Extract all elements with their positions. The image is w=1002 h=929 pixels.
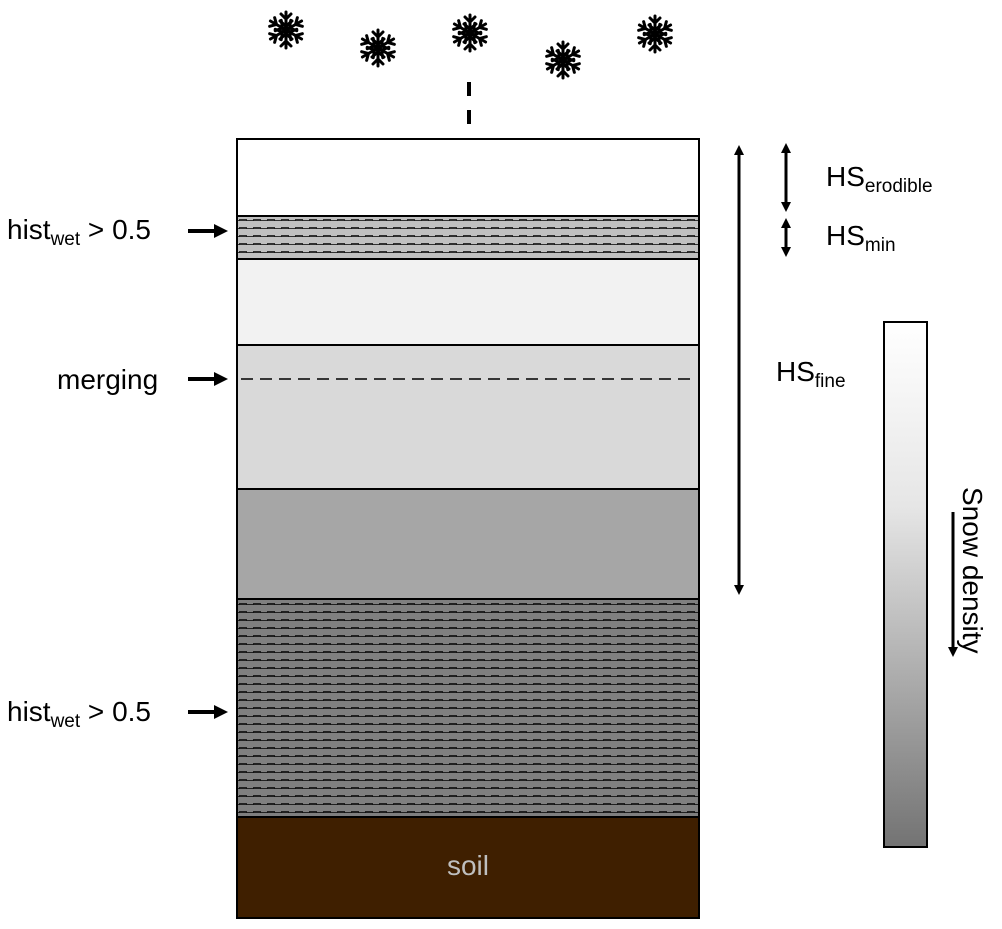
hs-fine-label: HSfine <box>776 356 846 392</box>
merging-label: merging <box>57 364 159 395</box>
hist-wet-bottom-label: histwet > 0.5 <box>7 696 151 732</box>
snowflake-icon <box>359 30 396 66</box>
layer-3 <box>236 344 700 490</box>
density-colorbar <box>883 321 928 848</box>
snowflake-icon <box>451 15 488 51</box>
snowflake-icon <box>636 16 673 52</box>
soil-label: soil <box>446 850 489 881</box>
snowflakes <box>267 12 673 78</box>
snowflake-icon <box>544 42 581 78</box>
snowflake-icon <box>267 12 304 48</box>
height-arrows <box>734 143 958 657</box>
hist-wet-top-label: histwet > 0.5 <box>7 214 151 250</box>
snow-density-label: Snow density <box>957 487 988 654</box>
hs-erodible-label: HSerodible <box>826 161 933 197</box>
pointer-arrows <box>188 224 228 719</box>
snowpack-layers <box>236 138 700 919</box>
layer-2 <box>236 258 700 346</box>
soil-layer <box>236 816 700 919</box>
hs-min-label: HSmin <box>826 220 896 256</box>
layer-new-snow <box>236 138 700 217</box>
layer-4 <box>236 488 700 600</box>
